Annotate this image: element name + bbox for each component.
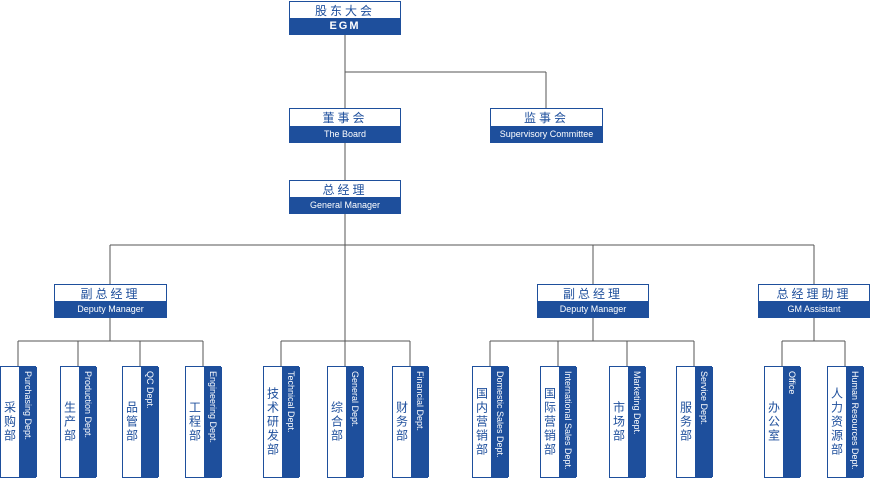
node-gm-assistant-en: GM Assistant xyxy=(759,301,869,317)
dept-en: Marketing Dept. xyxy=(628,367,646,477)
dept-cn: 服务部 xyxy=(677,367,695,477)
dept-en: Service Dept. xyxy=(695,367,713,477)
dept-en: QC Dept. xyxy=(141,367,159,477)
node-board-cn: 董事会 xyxy=(322,110,368,125)
node-deputy-1-en: Deputy Manager xyxy=(55,301,166,317)
dept-human-resources: 人力资源部 Human Resources Dept. xyxy=(827,366,864,478)
dept-financial: 财务部 Financial Dept. xyxy=(392,366,429,478)
dept-cn: 品管部 xyxy=(123,367,141,477)
dept-en: International Sales Dept. xyxy=(559,367,577,477)
dept-general: 综合部 General Dept. xyxy=(327,366,364,478)
node-deputy-2-cn: 副总经理 xyxy=(562,286,623,301)
dept-cn: 市场部 xyxy=(610,367,628,477)
node-deputy-2-en: Deputy Manager xyxy=(538,301,648,317)
dept-cn: 技术研发部 xyxy=(264,367,282,477)
node-gm-en: General Manager xyxy=(290,197,400,213)
dept-en: Engineering Dept. xyxy=(204,367,222,477)
dept-production: 生产部 Production Dept. xyxy=(60,366,97,478)
dept-en: Office xyxy=(783,367,801,477)
dept-purchasing: 采购部 Purchasing Dept. xyxy=(0,366,37,478)
dept-cn: 国内营销部 xyxy=(473,367,491,477)
node-egm-en: EGM xyxy=(290,18,400,34)
node-deputy-2: 副总经理 Deputy Manager xyxy=(537,284,649,318)
dept-en: Purchasing Dept. xyxy=(19,367,37,477)
node-gm-assistant-cn: 总经理助理 xyxy=(776,286,852,301)
dept-technical: 技术研发部 Technical Dept. xyxy=(263,366,300,478)
dept-cn: 国际营销部 xyxy=(541,367,559,477)
node-egm: 股东大会 EGM xyxy=(289,1,401,35)
dept-cn: 工程部 xyxy=(186,367,204,477)
node-board: 董事会 The Board xyxy=(289,108,401,143)
node-egm-cn: 股东大会 xyxy=(314,3,375,18)
dept-cn: 综合部 xyxy=(328,367,346,477)
dept-cn: 生产部 xyxy=(61,367,79,477)
dept-en: General Dept. xyxy=(346,367,364,477)
dept-en: Human Resources Dept. xyxy=(846,367,864,477)
dept-office: 办公室 Office xyxy=(764,366,801,478)
dept-en: Financial Dept. xyxy=(411,367,429,477)
dept-en: Production Dept. xyxy=(79,367,97,477)
dept-qc: 品管部 QC Dept. xyxy=(122,366,159,478)
node-gm-cn: 总经理 xyxy=(322,182,368,197)
node-deputy-1: 副总经理 Deputy Manager xyxy=(54,284,167,318)
dept-en: Domestic Sales Dept. xyxy=(491,367,509,477)
node-deputy-1-cn: 副总经理 xyxy=(80,286,141,301)
node-gm: 总经理 General Manager xyxy=(289,180,401,214)
dept-cn: 人力资源部 xyxy=(828,367,846,477)
dept-marketing: 市场部 Marketing Dept. xyxy=(609,366,646,478)
node-supervisory-en: Supervisory Committee xyxy=(491,125,602,142)
dept-en: Technical Dept. xyxy=(282,367,300,477)
dept-engineering: 工程部 Engineering Dept. xyxy=(185,366,222,478)
node-gm-assistant: 总经理助理 GM Assistant xyxy=(758,284,870,318)
node-supervisory-cn: 监事会 xyxy=(523,110,569,125)
dept-cn: 办公室 xyxy=(765,367,783,477)
dept-service: 服务部 Service Dept. xyxy=(676,366,713,478)
dept-cn: 财务部 xyxy=(393,367,411,477)
dept-domestic-sales: 国内营销部 Domestic Sales Dept. xyxy=(472,366,509,478)
node-board-en: The Board xyxy=(290,125,400,142)
dept-international-sales: 国际营销部 International Sales Dept. xyxy=(540,366,577,478)
dept-cn: 采购部 xyxy=(1,367,19,477)
node-supervisory: 监事会 Supervisory Committee xyxy=(490,108,603,143)
